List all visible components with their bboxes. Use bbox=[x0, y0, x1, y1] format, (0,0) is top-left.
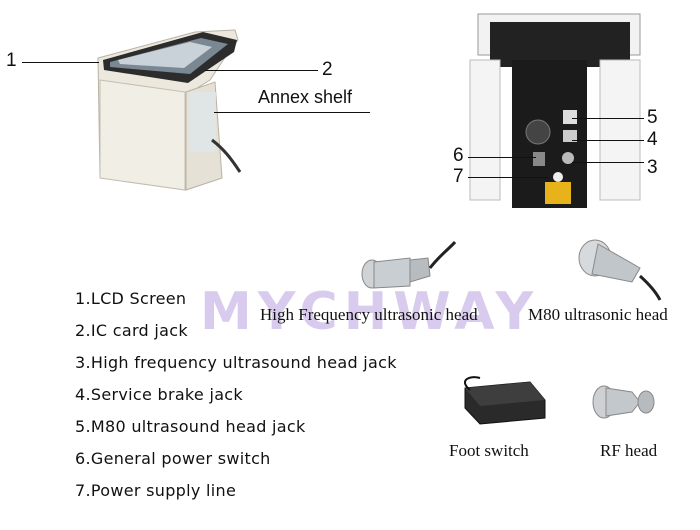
leader-line-6 bbox=[468, 157, 536, 158]
callout-7: 7 bbox=[453, 166, 464, 187]
callout-3: 3 bbox=[647, 157, 658, 178]
hf-head-label: High Frequency ultrasonic head bbox=[260, 305, 478, 324]
callout-2: 2 bbox=[322, 59, 333, 80]
leader-line-7 bbox=[468, 177, 548, 178]
legend-item-power-switch: 6.General power switch bbox=[75, 449, 271, 468]
callout-1: 1 bbox=[6, 50, 17, 71]
watermark: MYCHWAY bbox=[200, 282, 540, 342]
leader-line-5 bbox=[572, 118, 644, 119]
leader-line-3 bbox=[572, 162, 644, 163]
callout-4: 4 bbox=[647, 129, 658, 150]
leader-line-4 bbox=[572, 140, 644, 141]
foot-switch-label: Foot switch bbox=[449, 441, 529, 460]
legend-item-hf-head-jack: 3.High frequency ultrasound head jack bbox=[75, 353, 397, 372]
m80-head-label: M80 ultrasonic head bbox=[528, 305, 668, 324]
legend-item-service-brake-jack: 4.Service brake jack bbox=[75, 385, 243, 404]
leader-line-1 bbox=[22, 62, 99, 63]
leader-line-2 bbox=[205, 70, 318, 71]
callout-6: 6 bbox=[453, 145, 464, 166]
leader-line-annex bbox=[214, 112, 370, 113]
legend-item-lcd-screen: 1.LCD Screen bbox=[75, 289, 187, 308]
annex-shelf-label: Annex shelf bbox=[258, 87, 353, 107]
legend-item-ic-card-jack: 2.IC card jack bbox=[75, 321, 188, 340]
legend-item-power-supply-line: 7.Power supply line bbox=[75, 481, 237, 500]
rf-head-label: RF head bbox=[600, 441, 658, 460]
legend-item-m80-head-jack: 5.M80 ultrasound head jack bbox=[75, 417, 306, 436]
callout-5: 5 bbox=[647, 107, 658, 128]
